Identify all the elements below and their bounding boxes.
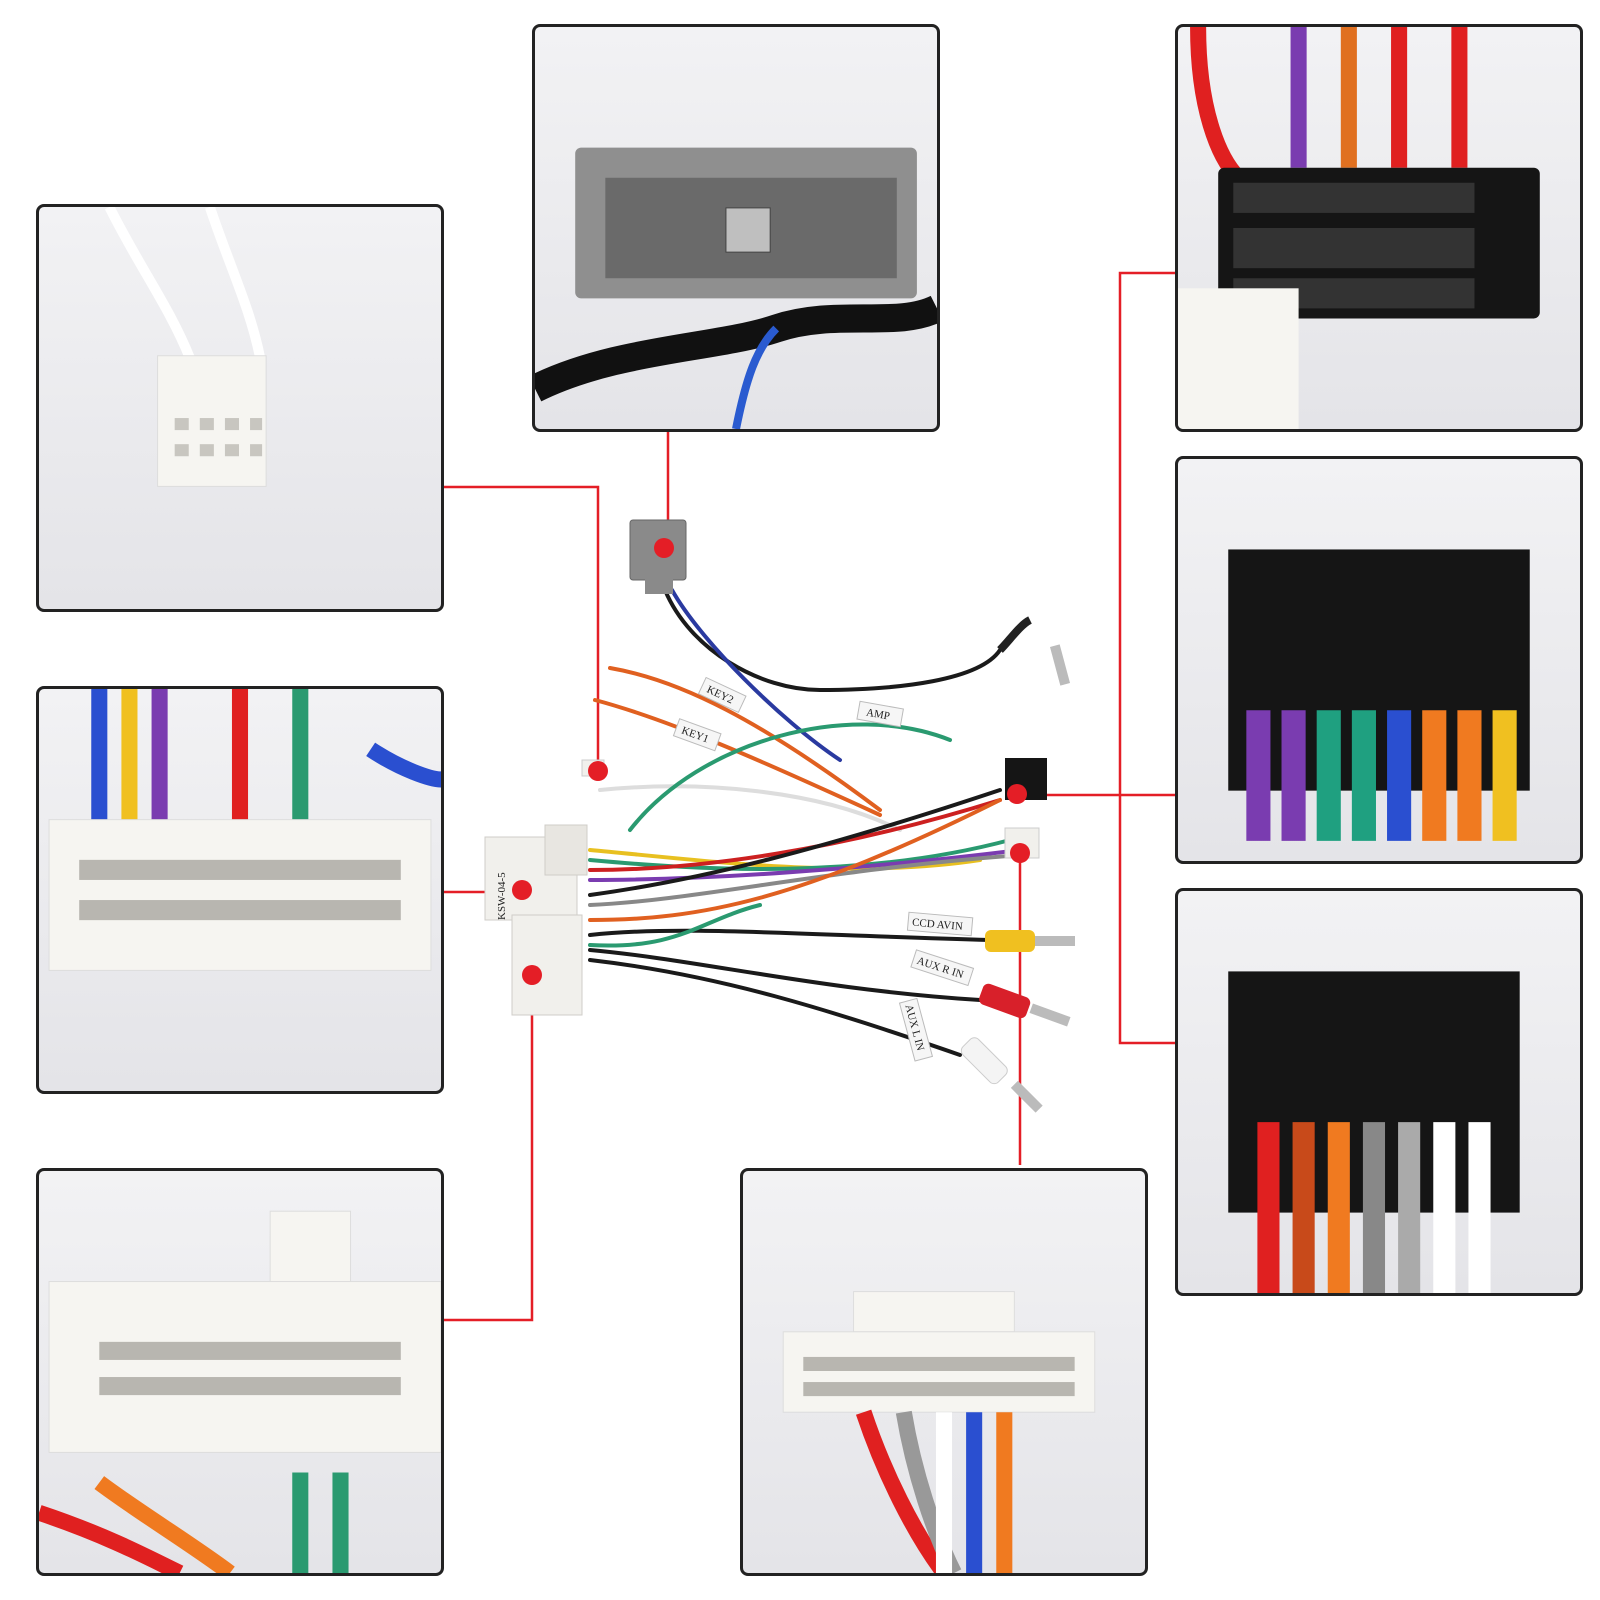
rca-plug-white bbox=[960, 1037, 1043, 1113]
panel-grey-antenna-closeup bbox=[532, 24, 940, 432]
wire-tag-ccd: CCD AVIN bbox=[906, 911, 974, 937]
panel-white-20pin-closeup bbox=[740, 1168, 1148, 1576]
white-connector-icon bbox=[782, 1291, 1096, 1573]
panel-white-28pin-closeup bbox=[36, 1168, 444, 1576]
marker-dots bbox=[512, 538, 1030, 985]
rca-plug-yellow bbox=[985, 930, 1075, 952]
panel-black-16pin-face-closeup bbox=[1175, 24, 1583, 432]
grey-antenna-connector bbox=[629, 519, 687, 594]
panel-black-16pin-side-closeup bbox=[1175, 888, 1583, 1296]
antenna-plug bbox=[997, 616, 1071, 686]
wire-tag-key2: KEY2 bbox=[697, 676, 747, 714]
panel-white-24pin-closeup bbox=[36, 686, 444, 1094]
wire-tag-aux-r: AUX R IN bbox=[910, 949, 975, 987]
wire-tag-aux-l: AUX L IN bbox=[898, 997, 934, 1062]
leader-lines bbox=[436, 271, 1175, 1322]
panel-white-8pin-closeup bbox=[36, 204, 444, 612]
black-connector-icon bbox=[1178, 27, 1540, 429]
svg-text:CCD AVIN: CCD AVIN bbox=[912, 917, 964, 933]
black-connector-icon bbox=[1228, 549, 1530, 841]
grey-connector-icon bbox=[535, 147, 937, 429]
wire-tag-key1: KEY1 bbox=[672, 718, 722, 752]
white-connector-icon bbox=[48, 689, 441, 971]
black-connector-icon bbox=[1228, 971, 1520, 1293]
harness-wires bbox=[588, 588, 1022, 1057]
white-connector-icon bbox=[104, 207, 267, 487]
wire-tag-amp: AMP bbox=[856, 700, 904, 728]
panel-black-20pin-side-closeup bbox=[1175, 456, 1583, 864]
white-connector-icon bbox=[39, 1210, 441, 1573]
svg-text:AMP: AMP bbox=[865, 707, 891, 723]
connector-label: KSW-04-5 bbox=[496, 872, 508, 920]
rca-plug-red bbox=[979, 983, 1071, 1027]
white-28pin-connector: KSW-04-5 bbox=[484, 824, 588, 1016]
